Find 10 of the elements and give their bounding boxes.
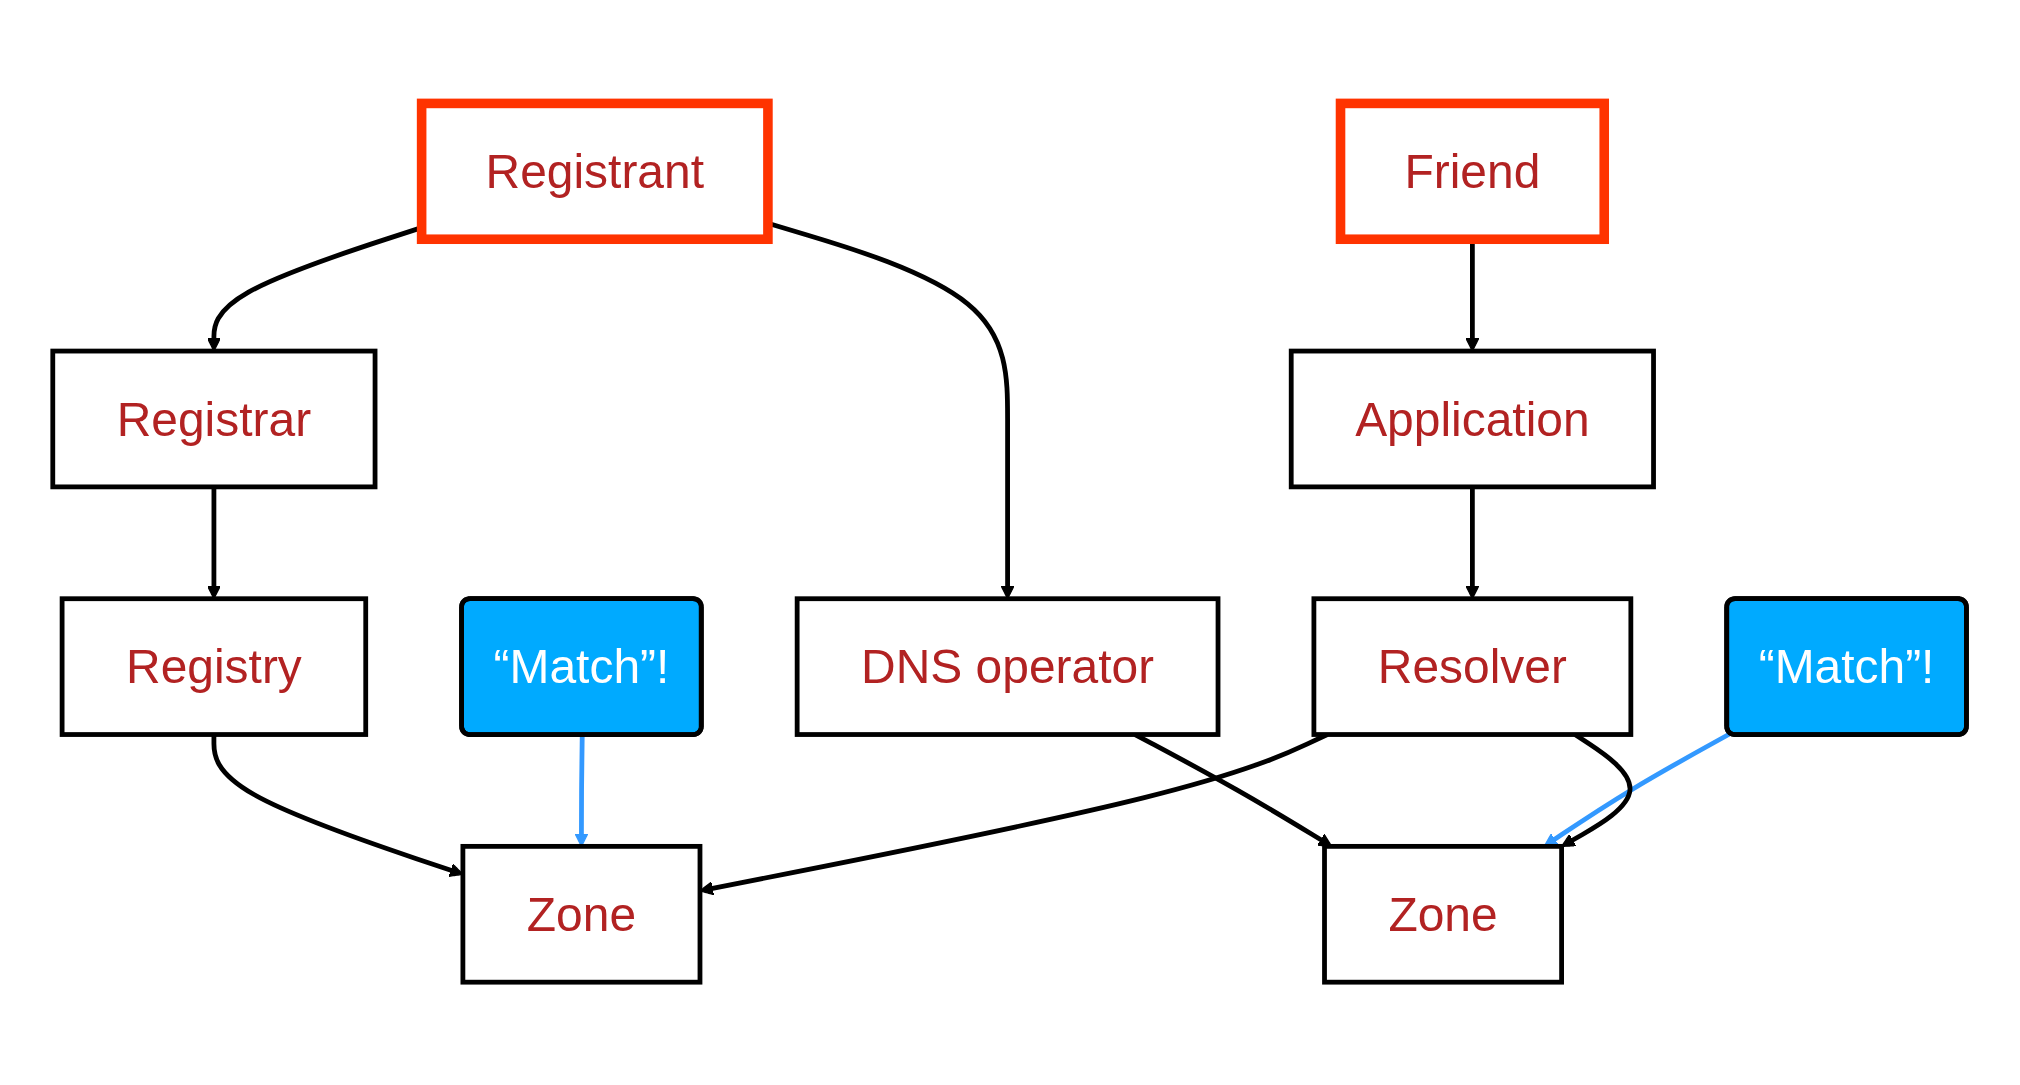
node-box: Registrar bbox=[50, 348, 378, 489]
node-box: Registrant bbox=[417, 98, 774, 244]
node-box: Zone bbox=[460, 843, 703, 985]
node-box: Resolver bbox=[1311, 596, 1634, 737]
node-box: Friend bbox=[1336, 98, 1610, 244]
node-box: Zone bbox=[1322, 843, 1565, 985]
node-box: Registry bbox=[60, 596, 369, 737]
arrow bbox=[1544, 731, 1732, 847]
node-box: Application bbox=[1289, 348, 1657, 489]
node-box: DNS operator bbox=[795, 596, 1221, 737]
